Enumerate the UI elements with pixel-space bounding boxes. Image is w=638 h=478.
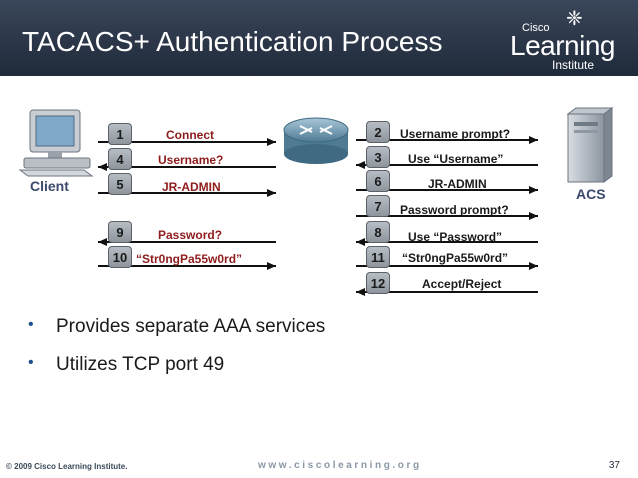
server-arrow-12-head (356, 288, 365, 296)
step-number: 8 (366, 221, 390, 243)
step-label-jr-admin-forward: JR-ADMIN (428, 177, 487, 191)
client-arrow-1-head (267, 138, 276, 146)
copyright-text: © 2009 Cisco Learning Institute. (6, 462, 128, 471)
client-arrow-5-head (267, 189, 276, 197)
slide-title: TACACS+ Authentication Process (22, 26, 443, 57)
server-arrow-6-head (529, 186, 538, 194)
acs-label: ACS (576, 186, 606, 202)
bullet-dot-icon: • (28, 316, 34, 333)
tree-icon: ❈ (566, 8, 583, 30)
step-label-password-value: “Str0ngPa55w0rd” (136, 252, 243, 266)
step-number: 5 (108, 173, 132, 195)
step-number: 12 (366, 272, 390, 294)
step-label-use-username: Use “Username” (408, 152, 504, 166)
step-number: 4 (108, 148, 132, 170)
step-number: 10 (108, 246, 132, 268)
website-text: www.ciscolearning.org (258, 460, 422, 471)
step-label-use-password: Use “Password” (408, 230, 503, 244)
step-number: 11 (366, 246, 390, 268)
server-arrow-8-head (356, 238, 365, 246)
slide-header: TACACS+ Authentication Process ❈ Cisco L… (0, 0, 638, 76)
client-computer-icon (18, 109, 94, 177)
server-arrow-7-head (529, 212, 538, 220)
step-label-password-query: Password? (158, 228, 223, 242)
cisco-learning-institute-logo: ❈ Cisco Learning Institute (510, 8, 615, 72)
step-label-connect: Connect (166, 128, 214, 142)
diagram-graphics (18, 107, 614, 296)
client-arrow-10-head (267, 262, 276, 270)
step-label-username-query: Username? (158, 153, 224, 167)
step-label-password-prompt: Password prompt? (400, 203, 509, 217)
step-label-jr-admin: JR-ADMIN (162, 180, 221, 194)
step-number: 1 (108, 123, 132, 145)
client-arrow-4-head (98, 163, 107, 171)
page-number: 37 (608, 460, 620, 471)
bullet-dot-icon: • (28, 354, 34, 371)
step-number: 9 (108, 221, 132, 243)
router-icon (283, 117, 349, 164)
step-number: 6 (366, 170, 390, 192)
step-label-password-forward: “Str0ngPa55w0rd” (402, 251, 509, 265)
client-arrow-9-head (98, 238, 107, 246)
tacacs-flow-diagram: Client ACS 1 Connect 4 Username? 5 JR-AD… (0, 76, 638, 306)
step-number: 3 (366, 146, 390, 168)
step-label-username-prompt: Username prompt? (400, 127, 511, 141)
step-number: 7 (366, 195, 390, 217)
step-number: 2 (366, 121, 390, 143)
server-arrow-11-head (529, 262, 538, 270)
client-label: Client (30, 178, 69, 194)
acs-server-icon (566, 107, 614, 183)
server-arrow-2-head (529, 136, 538, 144)
step-label-accept-reject: Accept/Reject (422, 277, 502, 291)
server-arrow-3-head (356, 161, 365, 169)
